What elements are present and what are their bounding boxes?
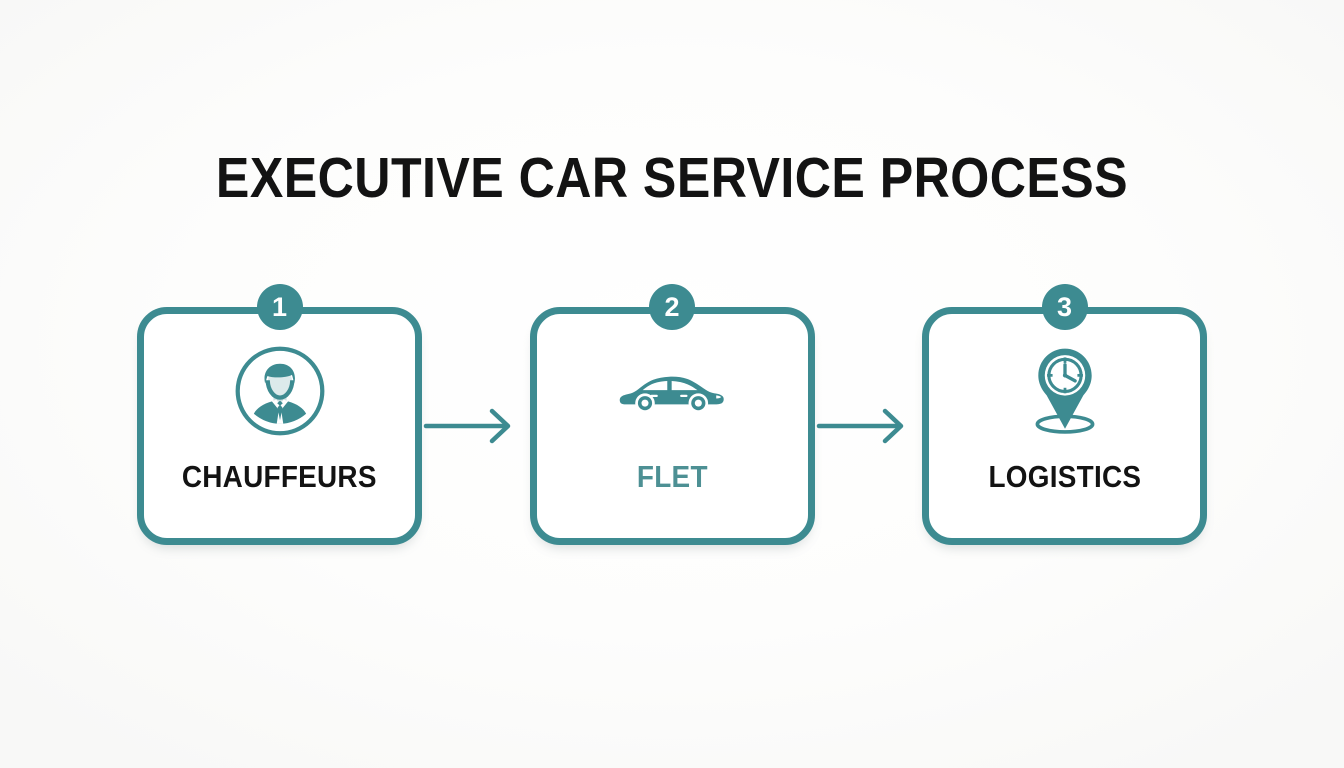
step-number-badge: 2 [649,284,695,330]
page-title: EXECUTIVE CAR SERVICE PROCESS [215,146,1129,210]
step-card-body: CHAUFFEURS [137,307,422,545]
step-label: LOGISTICS [988,459,1141,494]
step-card-body: FLET [530,307,815,545]
businessman-in-circle-icon [224,343,336,439]
process-step-flet[interactable]: 2 [529,284,815,545]
arrow-right-icon [816,408,903,444]
step-label: FLET [636,459,708,494]
arrow-right-icon [424,408,511,444]
process-step-chauffeurs[interactable]: 1 [137,284,422,545]
step-number-badge: 3 [1041,284,1088,330]
step-number-badge: 1 [256,284,303,330]
connector-1 [422,307,529,545]
process-flow: 1 [137,284,1207,547]
step-card-body: LOGISTICS [922,307,1207,545]
step-label: CHAUFFEURS [182,459,377,494]
connector-2 [815,307,922,545]
process-step-logistics[interactable]: 3 [922,284,1207,545]
sedan-car-icon [616,343,728,439]
map-pin-clock-icon [1009,343,1121,439]
